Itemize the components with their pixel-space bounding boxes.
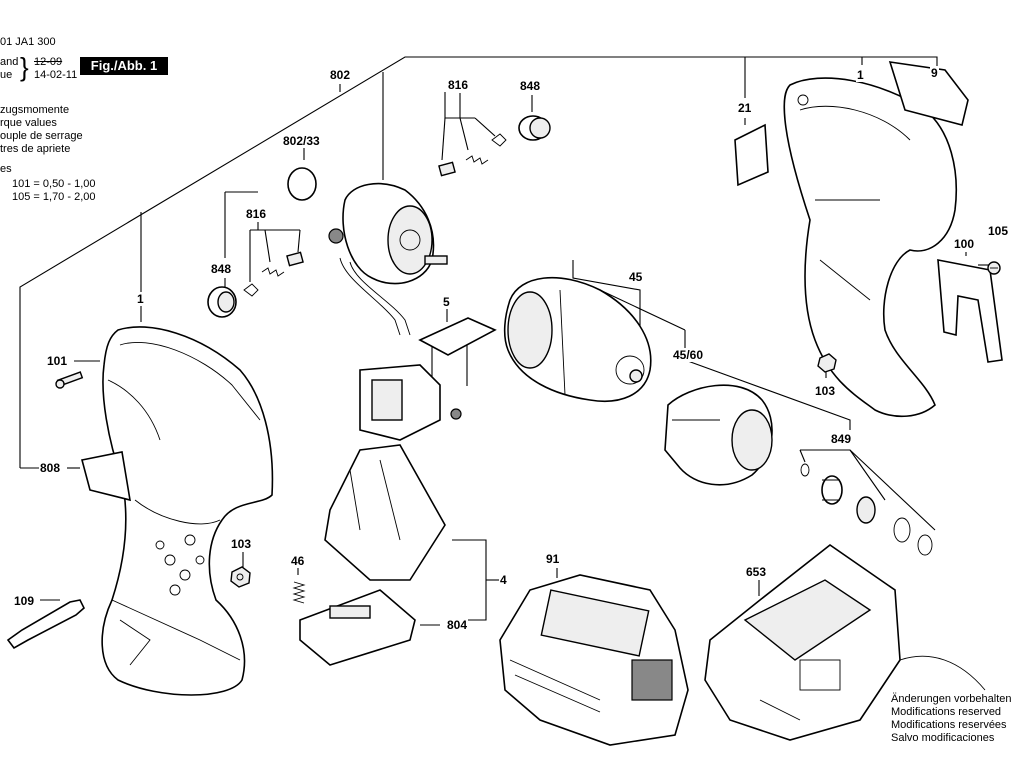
date-old: 12-09 bbox=[34, 56, 63, 68]
label-21 bbox=[734, 123, 769, 187]
part-91-label: 91 bbox=[545, 552, 561, 566]
motor-802 bbox=[328, 182, 448, 336]
nut-103-left bbox=[230, 566, 251, 588]
bit-109 bbox=[6, 599, 85, 650]
label-808 bbox=[81, 451, 131, 502]
clip-100 bbox=[937, 259, 1003, 363]
part-802-label: 802 bbox=[329, 68, 352, 82]
note-fr: Modifications reservées bbox=[891, 719, 1007, 731]
torque-line-4: tres de apriete bbox=[0, 143, 71, 155]
gearbox-45 bbox=[503, 276, 652, 402]
brushes-816-top bbox=[438, 133, 507, 177]
part-848-top-label: 848 bbox=[519, 79, 542, 93]
housing-left bbox=[101, 326, 274, 696]
brace-glyph: } bbox=[20, 52, 29, 82]
battery-91 bbox=[499, 574, 689, 746]
torque-line-5: es bbox=[0, 163, 12, 175]
part-849-label: 849 bbox=[830, 432, 853, 446]
part-816-left-label: 816 bbox=[245, 207, 268, 221]
torque-line-3: ouple de serrage bbox=[0, 130, 83, 142]
torque-line-1: zugsmomente bbox=[0, 104, 70, 116]
part-816-top-label: 816 bbox=[447, 78, 470, 92]
part-105-label: 105 bbox=[987, 224, 1010, 238]
part-100-label: 100 bbox=[953, 237, 976, 251]
bearing-848-left bbox=[207, 286, 237, 318]
note-de: Änderungen vorbehalten bbox=[891, 693, 1012, 705]
note-en: Modifications reserved bbox=[891, 706, 1002, 718]
cover-5 bbox=[418, 317, 497, 356]
part-848-left-label: 848 bbox=[210, 262, 233, 276]
bearing-848-top bbox=[518, 115, 551, 141]
spring-46 bbox=[292, 581, 306, 604]
board-804 bbox=[299, 589, 416, 666]
modification-notes: Änderungen vorbehalten Modifications res… bbox=[891, 693, 1011, 745]
note-es: Salvo modificaciones bbox=[891, 732, 995, 744]
part-5-label: 5 bbox=[442, 295, 451, 309]
housing-right bbox=[783, 77, 958, 418]
part-1-top-label: 1 bbox=[856, 68, 865, 82]
screw-101 bbox=[55, 371, 84, 389]
switch-4 bbox=[324, 364, 462, 581]
part-804-label: 804 bbox=[446, 618, 469, 632]
figure-label: Fig./Abb. 1 bbox=[80, 57, 168, 75]
charger-653 bbox=[704, 544, 986, 741]
part-4-label: 4 bbox=[499, 573, 508, 587]
nut-103-right bbox=[817, 353, 837, 373]
part-9-label: 9 bbox=[930, 66, 939, 80]
screw-105 bbox=[987, 261, 1001, 275]
torque-value-101: 101 = 0,50 - 1,00 bbox=[12, 178, 96, 190]
part-45-label: 45 bbox=[628, 270, 644, 284]
status-label-2: ue bbox=[0, 69, 13, 81]
part-45-60-label: 45/60 bbox=[672, 348, 705, 362]
part-21-label: 21 bbox=[737, 101, 753, 115]
part-802-33-label: 802/33 bbox=[282, 134, 321, 148]
o-ring-802-33 bbox=[287, 167, 317, 201]
brushes-816-left bbox=[243, 251, 304, 297]
nose-cover-45-60 bbox=[664, 384, 773, 486]
part-46-label: 46 bbox=[290, 554, 306, 568]
status-label-1: and bbox=[0, 56, 19, 68]
part-808-label: 808 bbox=[39, 461, 62, 475]
part-103-right-label: 103 bbox=[814, 384, 837, 398]
torque-value-105: 105 = 1,70 - 2,00 bbox=[12, 191, 96, 203]
rings-849 bbox=[800, 463, 933, 556]
doc-number: 01 JA1 300 bbox=[0, 36, 56, 48]
part-101-label: 101 bbox=[46, 354, 69, 368]
date-new: 14-02-11 bbox=[34, 69, 78, 81]
part-103-left-label: 103 bbox=[230, 537, 253, 551]
torque-line-2: rque values bbox=[0, 117, 57, 129]
part-653-label: 653 bbox=[745, 565, 768, 579]
part-1-left-label: 1 bbox=[136, 292, 145, 306]
part-109-label: 109 bbox=[13, 594, 36, 608]
